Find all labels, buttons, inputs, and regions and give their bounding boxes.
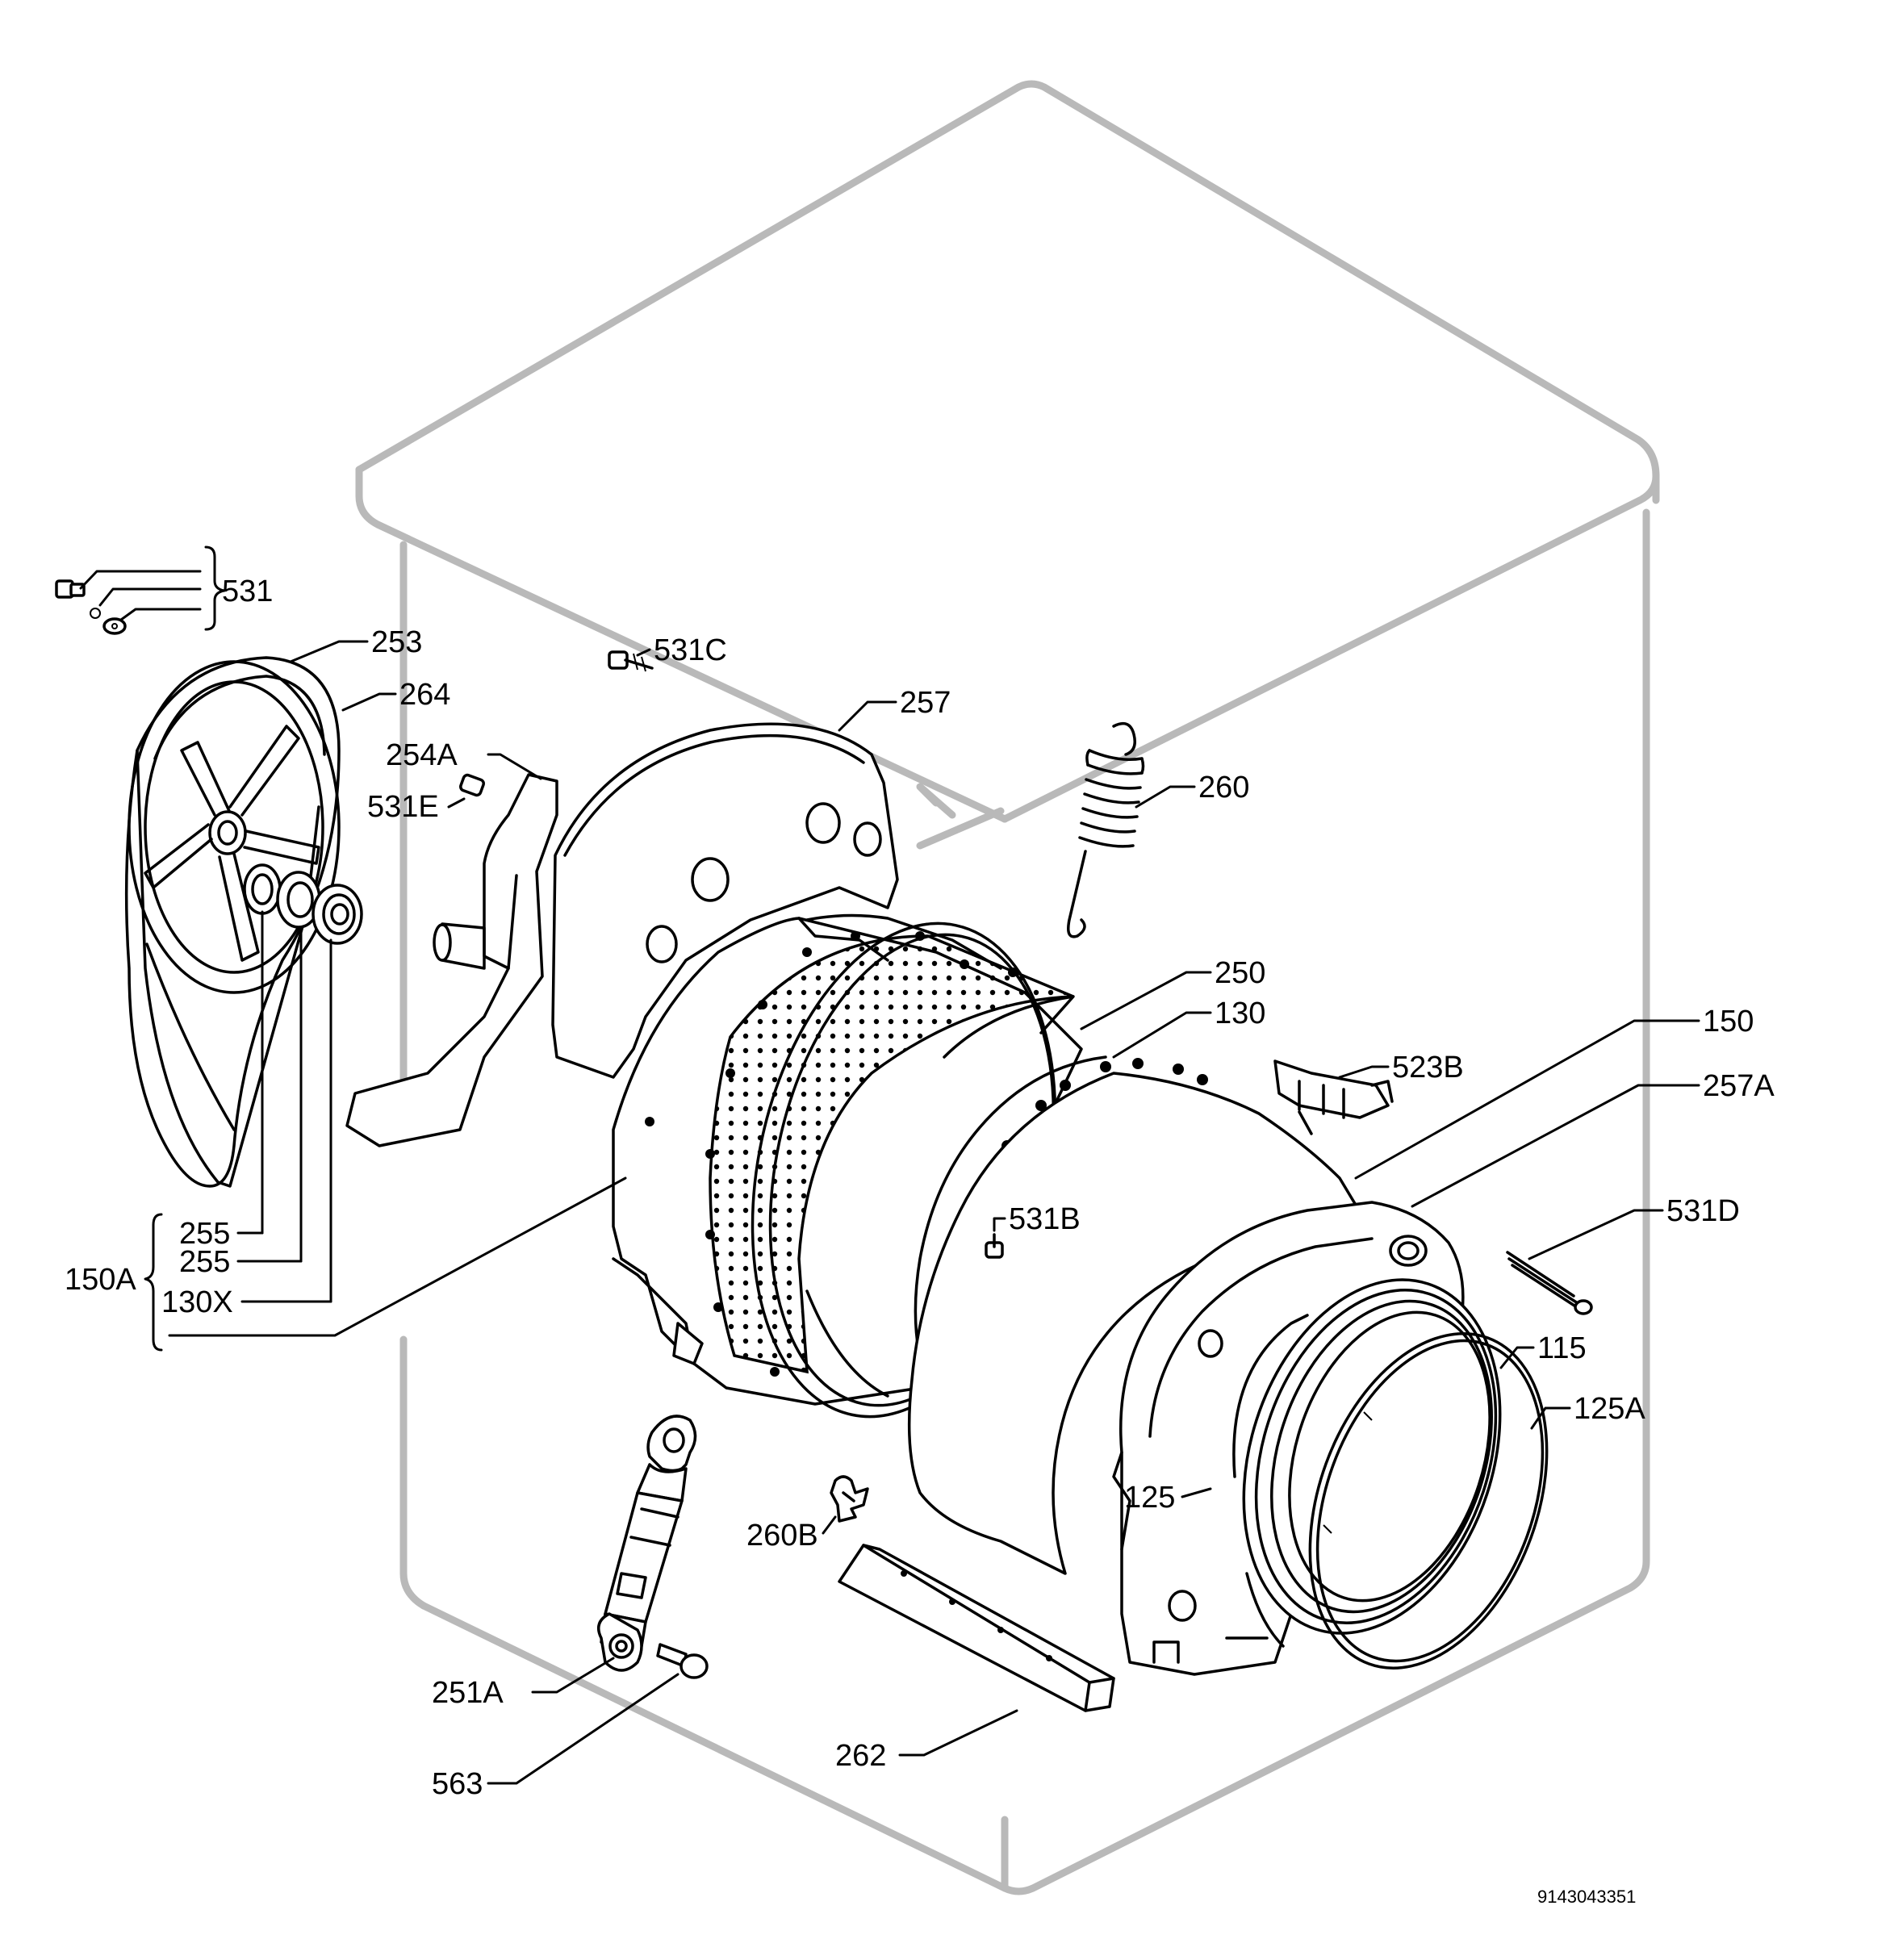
label-531D: 531D [1666,1194,1740,1228]
label-531C: 531C [654,633,727,667]
label-251A: 251A [432,1676,504,1710]
clamp-ring-125A [1308,1332,1549,1670]
label-130: 130 [1215,997,1265,1030]
label-254A: 254A [386,738,458,772]
label-264: 264 [399,678,450,712]
counterweight-257 [551,722,899,1079]
label-125: 125 [1124,1481,1175,1515]
label-150: 150 [1703,1005,1754,1039]
clamp-ring-125 [1232,1314,1309,1648]
screw-531D [1506,1251,1593,1315]
label-257: 257 [900,686,951,720]
spring-260 [1067,721,1145,938]
label-253: 253 [371,625,422,659]
label-150A: 150A [65,1263,136,1297]
cabinet-outline [355,80,1660,1895]
door-seal-115 [1242,1278,1502,1635]
screw-531C [608,650,654,672]
bearing-255-a [243,863,282,915]
label-125A: 125A [1574,1392,1645,1426]
label-115: 115 [1537,1331,1587,1365]
label-523B: 523B [1392,1051,1464,1084]
bracket-254A [345,773,558,1147]
label-260B: 260B [746,1519,818,1553]
leader-lines [144,640,1700,1785]
label-531B: 531B [1009,1202,1081,1236]
screw-531B [985,1233,1004,1259]
label-262: 262 [835,1739,886,1773]
pulley-253 [124,656,341,1188]
shock-absorber-251A [596,1415,697,1672]
belt-264 [136,749,320,1188]
label-563: 563 [432,1767,483,1801]
label-255-a: 255 [179,1217,230,1251]
label-531: 531 [222,575,273,608]
drawing-code: 9143043351 [1537,1887,1636,1907]
rail-262 [838,1544,1115,1712]
label-130X: 130X [161,1285,233,1319]
pin-563 [656,1643,709,1679]
label-257A: 257A [1703,1069,1775,1103]
part-labels: 531 253 264 531C 257 254A 531E 260 250 1… [65,575,1775,1907]
label-250: 250 [1215,956,1265,990]
seal-130X [312,884,363,945]
screw-531E [459,773,485,797]
clip-523B [1273,1059,1394,1135]
label-531E: 531E [367,790,439,824]
label-255-b: 255 [179,1245,230,1279]
label-260: 260 [1198,771,1249,804]
clip-260B [830,1475,869,1523]
